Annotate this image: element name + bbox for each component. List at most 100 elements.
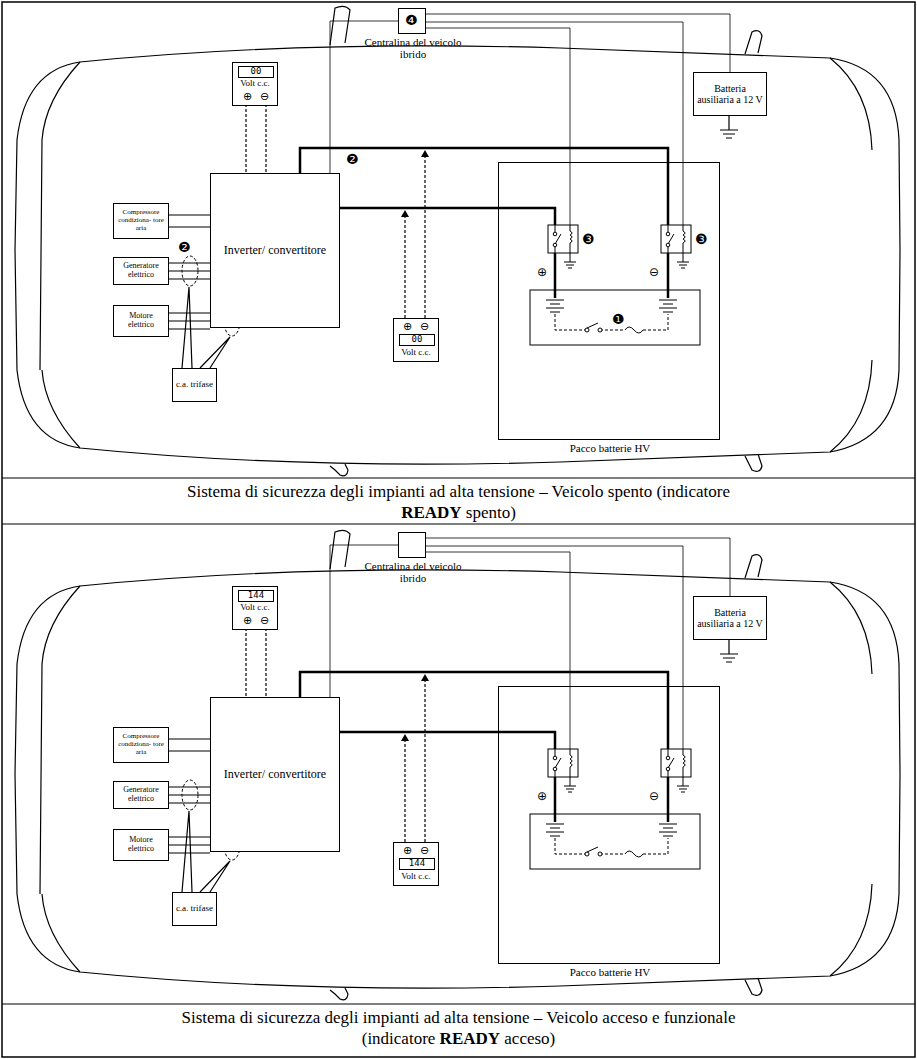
polarity-sign: ⊕ <box>403 321 412 332</box>
callout-number: ❷ <box>346 152 359 166</box>
voltmeter: 00Volt c.c. <box>393 318 439 362</box>
node-label: Batteria ausiliaria a 12 V <box>696 83 764 105</box>
relay-switch <box>668 749 674 777</box>
polarity-sign: ⊖ <box>420 845 429 856</box>
component-box: Motore elettrico <box>113 305 169 337</box>
mirror <box>745 454 762 471</box>
probe-arrow <box>401 734 409 741</box>
battery-pack: Pacco batterie HV <box>498 162 720 440</box>
component-box: Generatore elettrico <box>113 781 169 809</box>
voltmeter: 144Volt c.c. <box>393 842 439 886</box>
mirror <box>745 31 762 54</box>
car-outline <box>40 62 80 448</box>
panel-drawing <box>15 530 900 999</box>
polarity-sign: ⊖ <box>420 321 429 332</box>
fuse-symbol <box>625 851 643 857</box>
callout-pointer <box>200 861 230 892</box>
car-outline <box>40 586 80 972</box>
hv-cable <box>498 208 555 225</box>
panel-drawing <box>15 6 900 475</box>
mirror <box>745 555 762 578</box>
frame-rule <box>2 523 915 524</box>
wire <box>167 226 210 227</box>
control-wire <box>426 22 683 225</box>
relay-switch <box>666 767 670 771</box>
node-label: Volt c.c. <box>390 872 442 882</box>
meter-display: 00 <box>399 334 435 346</box>
battery-module <box>530 814 700 869</box>
node-label: c.a. trifase <box>176 904 213 914</box>
relay-switch <box>553 756 557 760</box>
caption-text: Sistema di sicurezza degli impianti ad a… <box>159 1007 759 1049</box>
hv-cable <box>667 162 670 225</box>
wire <box>167 837 210 853</box>
service-plug <box>587 847 598 852</box>
relay-switch <box>553 767 557 771</box>
node-label: Compressore condiziona- tore aria <box>116 209 166 232</box>
service-plug <box>585 852 589 856</box>
polarity-sign: ⊕ <box>243 91 252 102</box>
node-label: Inverter/ convertitore <box>224 244 326 257</box>
cell-string <box>555 314 668 330</box>
relay-coil <box>570 225 572 262</box>
wire <box>167 750 210 751</box>
wire <box>426 538 730 596</box>
wire <box>426 14 730 72</box>
control-unit-box: Centralina del veicolo ibrido <box>398 532 426 558</box>
node-label: Batteria ausiliaria a 12 V <box>696 607 764 629</box>
service-plug <box>585 328 589 332</box>
mirror <box>330 464 348 476</box>
inverter-box: Inverter/ convertitore <box>210 173 340 328</box>
battery-box: Batteria ausiliaria a 12 V <box>693 72 767 116</box>
relay-switch <box>555 225 561 253</box>
wire <box>167 313 210 329</box>
relay-switch <box>666 756 670 760</box>
probe-lead <box>405 153 425 318</box>
ground-symbol <box>720 116 738 138</box>
callout-bubble: c.a. trifase <box>172 368 217 402</box>
probe-arrow <box>421 674 429 681</box>
ground-symbol <box>677 262 689 268</box>
probe-arrow <box>401 210 409 217</box>
car-outline <box>830 58 872 452</box>
ground-symbol <box>564 262 576 268</box>
hv-cable <box>300 148 668 173</box>
callout-pointer <box>182 287 192 368</box>
meter-display: 144 <box>399 858 435 870</box>
node-label: Centralina del veicolo ibrido <box>353 560 473 584</box>
callout-number: ❷ <box>178 240 191 254</box>
ground-symbol <box>720 640 738 662</box>
control-wire <box>426 546 683 749</box>
frame-rule <box>2 1003 915 1004</box>
cell-string <box>555 838 668 854</box>
ground-symbol <box>677 786 689 792</box>
callout-number: ❸ <box>582 232 595 246</box>
relay-switch <box>666 243 670 247</box>
callout-bubble: c.a. trifase <box>172 892 217 926</box>
car-outline <box>15 570 900 988</box>
component-box: Compressore condiziona- tore aria <box>113 203 169 239</box>
component-box: Compressore condiziona- tore aria <box>113 727 169 763</box>
battery-box: Batteria ausiliaria a 12 V <box>693 596 767 640</box>
caption: Sistema di sicurezza degli impianti ad a… <box>0 481 917 523</box>
node-label: Motore elettrico <box>116 312 166 330</box>
polarity-sign: ⊕ <box>537 266 547 278</box>
mirror <box>330 530 350 569</box>
relay-switch <box>668 225 674 253</box>
callout-number: ❹ <box>405 13 418 27</box>
node-label: Pacco batterie HV <box>530 442 690 454</box>
wire <box>169 844 210 845</box>
node-label: Generatore elettrico <box>116 786 166 804</box>
service-plug <box>598 852 602 856</box>
relay <box>548 225 578 253</box>
wire <box>167 787 210 803</box>
hv-cable <box>555 253 668 298</box>
callout-pointer <box>200 337 230 368</box>
polarity-sign: ⊕ <box>537 790 547 802</box>
relay-coil <box>570 749 572 786</box>
node-label: c.a. trifase <box>176 380 213 390</box>
voltmeter: 00Volt c.c. <box>232 62 278 106</box>
relay-coil <box>683 749 685 786</box>
relay-switch <box>553 232 557 236</box>
